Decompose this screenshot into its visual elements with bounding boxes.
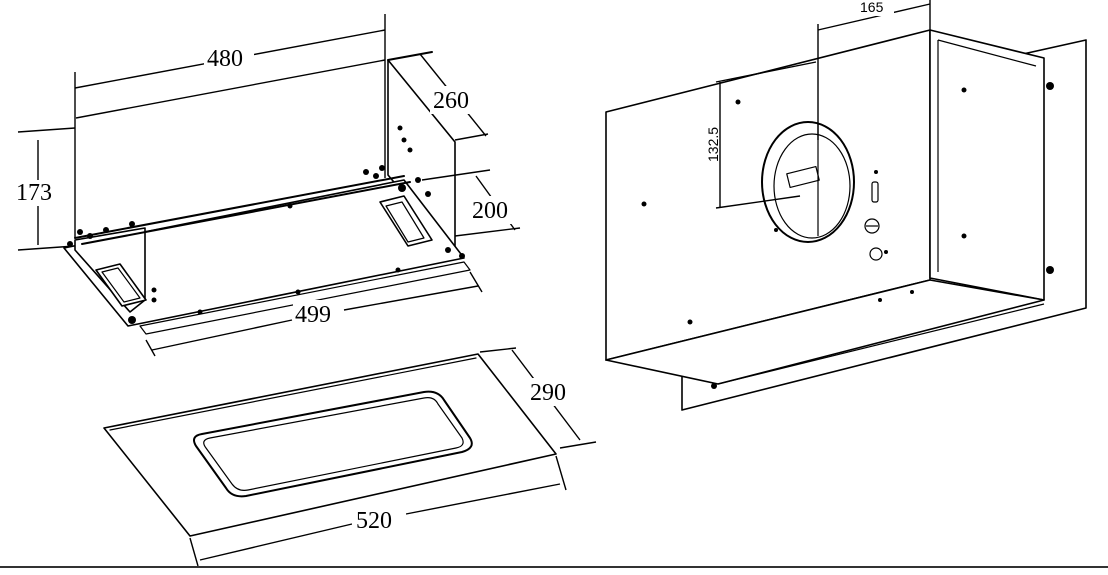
depth-200-label: 200 [472,198,508,224]
width-520-label: 520 [356,508,392,534]
width-499-label: 499 [295,302,331,328]
bottom-rule [0,566,1108,575]
depth-260-label: 260 [433,88,469,114]
width-480-label: 480 [207,46,243,72]
height-173-label: 173 [16,180,52,206]
chassis-view [17,14,521,357]
offset-165-label: 165 [860,0,884,15]
box-view [605,0,1087,411]
height-132-5-label: 132.5 [705,127,721,162]
depth-290-label: 290 [530,380,566,406]
panel-view [103,347,597,567]
